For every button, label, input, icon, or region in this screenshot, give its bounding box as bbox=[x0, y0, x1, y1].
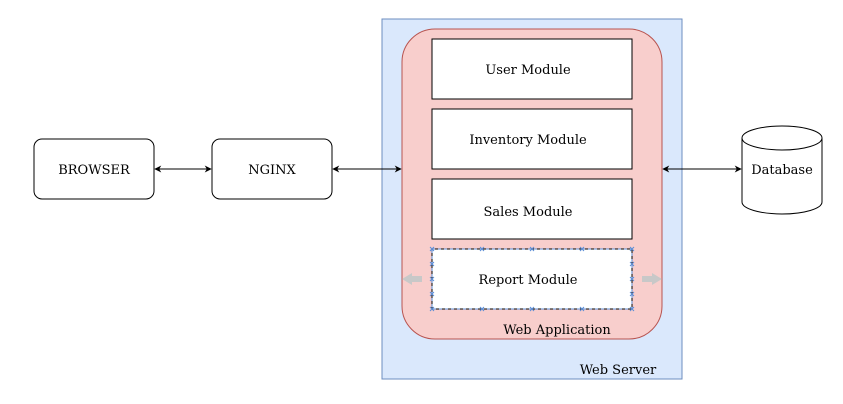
selection-handle[interactable] bbox=[429, 291, 435, 297]
selection-handle[interactable] bbox=[629, 291, 635, 297]
selection-handle[interactable] bbox=[529, 246, 535, 252]
inventory-module-label: Inventory Module bbox=[469, 133, 587, 148]
database-node[interactable]: Database bbox=[741, 125, 823, 215]
selection-handle[interactable] bbox=[429, 306, 435, 312]
selection-handles[interactable] bbox=[429, 246, 635, 312]
user-module-label: User Module bbox=[485, 63, 571, 78]
selection-handle[interactable] bbox=[629, 246, 635, 252]
web-server-label: Web Server bbox=[580, 363, 657, 378]
selection-handle[interactable] bbox=[629, 276, 635, 282]
selection-handle[interactable] bbox=[529, 306, 535, 312]
selection-handle[interactable] bbox=[479, 306, 485, 312]
selection-handle[interactable] bbox=[629, 306, 635, 312]
selection-handle[interactable] bbox=[629, 261, 635, 267]
sales-module-label: Sales Module bbox=[484, 205, 573, 220]
report-module-node[interactable]: Report Module bbox=[431, 248, 633, 310]
hover-arrow-left-icon[interactable] bbox=[402, 273, 422, 285]
browser-label: BROWSER bbox=[58, 163, 131, 178]
nginx-node[interactable]: NGINX bbox=[211, 138, 333, 200]
hover-arrow-right-icon[interactable] bbox=[642, 273, 662, 285]
selection-handle[interactable] bbox=[429, 276, 435, 282]
sales-module-node[interactable]: Sales Module bbox=[431, 178, 633, 240]
report-module-label: Report Module bbox=[479, 273, 578, 288]
browser-node[interactable]: BROWSER bbox=[33, 138, 155, 200]
selection-handle[interactable] bbox=[579, 246, 585, 252]
selection-overlay bbox=[402, 246, 662, 312]
user-module-node[interactable]: User Module bbox=[431, 38, 633, 100]
selection-handle[interactable] bbox=[579, 306, 585, 312]
nginx-label: NGINX bbox=[248, 163, 296, 178]
selection-handle[interactable] bbox=[479, 246, 485, 252]
selection-handle[interactable] bbox=[429, 246, 435, 252]
selection-handle[interactable] bbox=[429, 261, 435, 267]
web-application-label: Web Application bbox=[503, 323, 611, 338]
database-label: Database bbox=[751, 163, 813, 178]
inventory-module-node[interactable]: Inventory Module bbox=[431, 108, 633, 170]
